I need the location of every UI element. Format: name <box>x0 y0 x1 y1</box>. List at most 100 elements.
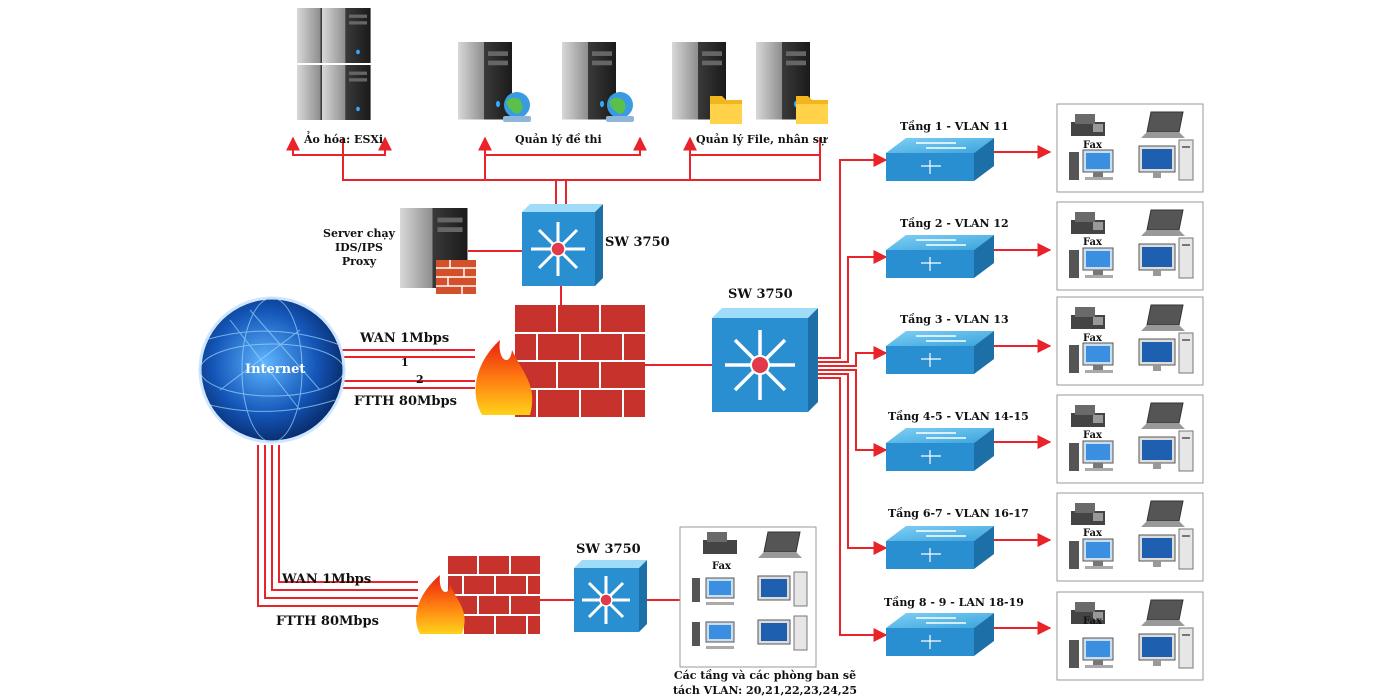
sw-top-icon <box>522 204 603 286</box>
label-floor-3: Tầng 3 - VLAN 13 <box>900 313 1009 326</box>
link-esxi-right <box>343 136 392 156</box>
link-core-f6 <box>818 377 888 642</box>
branch-office <box>679 526 817 668</box>
laptop-icon <box>1141 599 1185 626</box>
label-floor-2: Tầng 2 - VLAN 12 <box>900 217 1009 230</box>
desktop-pc-icon <box>1069 637 1114 668</box>
folder-icon <box>796 96 828 124</box>
label-floor-5: Tầng 6-7 - VLAN 16-17 <box>888 507 1029 520</box>
label-sw-core: SW 3750 <box>728 287 793 302</box>
desktop-pc-icon <box>1069 247 1114 278</box>
fax-icon <box>703 532 737 554</box>
label-fax: Fax <box>1083 333 1102 344</box>
label-fax: Fax <box>712 561 731 572</box>
server-icon <box>322 65 371 120</box>
label-internet: Internet <box>245 362 306 377</box>
link-core-f3 <box>818 346 888 367</box>
main-firewall-icon <box>475 305 645 417</box>
laptop-icon <box>758 531 802 558</box>
server-icon <box>322 8 371 63</box>
label-fax: Fax <box>1083 140 1102 151</box>
workstation-icon <box>757 615 808 651</box>
label-fax: Fax <box>1083 430 1102 441</box>
server-icon <box>562 42 616 120</box>
server-icon <box>400 208 468 288</box>
label-virtualization: Ảo hóa: ESXi <box>304 133 384 146</box>
fax-icon <box>1071 503 1105 525</box>
ids-ips-proxy-server <box>400 208 476 294</box>
fire-icon <box>475 340 533 415</box>
label-wan-bottom: WAN 1Mbps <box>282 572 372 587</box>
label-fax: Fax <box>1083 237 1102 248</box>
workstation-icon <box>1138 139 1194 181</box>
link-exam-right <box>485 136 647 156</box>
label-exam-mgmt: Quản lý đề thi <box>515 133 602 146</box>
label-ftth-bottom: FTTH 80Mbps <box>276 614 379 629</box>
desktop-pc-icon <box>1069 149 1114 180</box>
floor-switch-icon <box>886 526 994 569</box>
offices <box>1056 103 1204 681</box>
desktop-pc-icon <box>1069 538 1114 569</box>
label-ids-server: Server chạy IDS/IPS Proxy <box>323 227 395 268</box>
fax-icon <box>1071 602 1105 624</box>
floor-switch-icon <box>886 613 994 656</box>
link-branch-4 <box>278 445 418 583</box>
label-floor-6: Tầng 8 - 9 - LAN 18-19 <box>884 596 1024 609</box>
laptop-icon <box>1141 111 1185 138</box>
link-esxi-left <box>286 136 343 156</box>
branch-firewall-icon <box>416 556 540 634</box>
workstation-icon <box>757 571 808 607</box>
folder-icon <box>710 96 742 124</box>
workstation-icon <box>1138 430 1194 472</box>
link-core-f2 <box>818 250 888 363</box>
label-sw-bottom: SW 3750 <box>576 542 641 557</box>
server-icon <box>458 42 512 120</box>
floor-switch-icon <box>886 428 994 471</box>
fax-icon <box>1071 212 1105 234</box>
esxi-server-cluster <box>297 8 371 120</box>
workstation-icon <box>1138 528 1194 570</box>
desktop-pc-icon <box>692 621 735 649</box>
label-floor-4: Tầng 4-5 - VLAN 14-15 <box>888 410 1029 423</box>
laptop-icon <box>1141 209 1185 236</box>
label-branch-caption: Các tầng và các phòng ban sẽ tách VLAN: … <box>672 669 858 697</box>
fax-icon <box>1071 307 1105 329</box>
desktop-pc-icon <box>1069 342 1114 373</box>
internet-globe-icon <box>198 296 346 444</box>
floor-switch-icon <box>886 235 994 278</box>
globe-icon <box>503 92 531 122</box>
laptop-icon <box>1141 402 1185 429</box>
file-hr-servers <box>672 42 828 124</box>
link-branch-3 <box>271 445 418 591</box>
link-server-bus <box>342 138 821 181</box>
link-branch-2 <box>264 445 418 599</box>
link-core-f5 <box>818 373 888 555</box>
laptop-icon <box>1141 500 1185 527</box>
floor-switch-icon <box>886 331 994 374</box>
desktop-pc-icon <box>692 577 735 605</box>
workstation-icon <box>1138 627 1194 669</box>
link-core-f1 <box>818 153 888 359</box>
label-line-2: 2 <box>416 373 424 386</box>
label-line-1: 1 <box>401 356 409 369</box>
label-sw-top: SW 3750 <box>605 235 670 250</box>
workstation-icon <box>1138 237 1194 279</box>
label-fax: Fax <box>1083 616 1102 627</box>
floor-switch-icon <box>886 138 994 181</box>
fax-icon <box>1071 114 1105 136</box>
brick-wall-icon <box>436 260 476 294</box>
sw-bottom-icon <box>574 560 647 632</box>
fax-icon <box>1071 405 1105 427</box>
workstation-icon <box>1138 332 1194 374</box>
label-fax: Fax <box>1083 528 1102 539</box>
sw-core-icon <box>712 308 818 412</box>
label-file-hr-mgmt: Quản lý File, nhân sự <box>696 133 827 146</box>
desktop-pc-icon <box>1069 440 1114 471</box>
label-ftth-top: FTTH 80Mbps <box>354 394 457 409</box>
link-branch-1 <box>257 445 418 607</box>
label-floor-1: Tầng 1 - VLAN 11 <box>900 120 1009 133</box>
floor-switches <box>886 138 994 656</box>
link-core-f4 <box>818 369 888 457</box>
fire-icon <box>416 575 465 634</box>
